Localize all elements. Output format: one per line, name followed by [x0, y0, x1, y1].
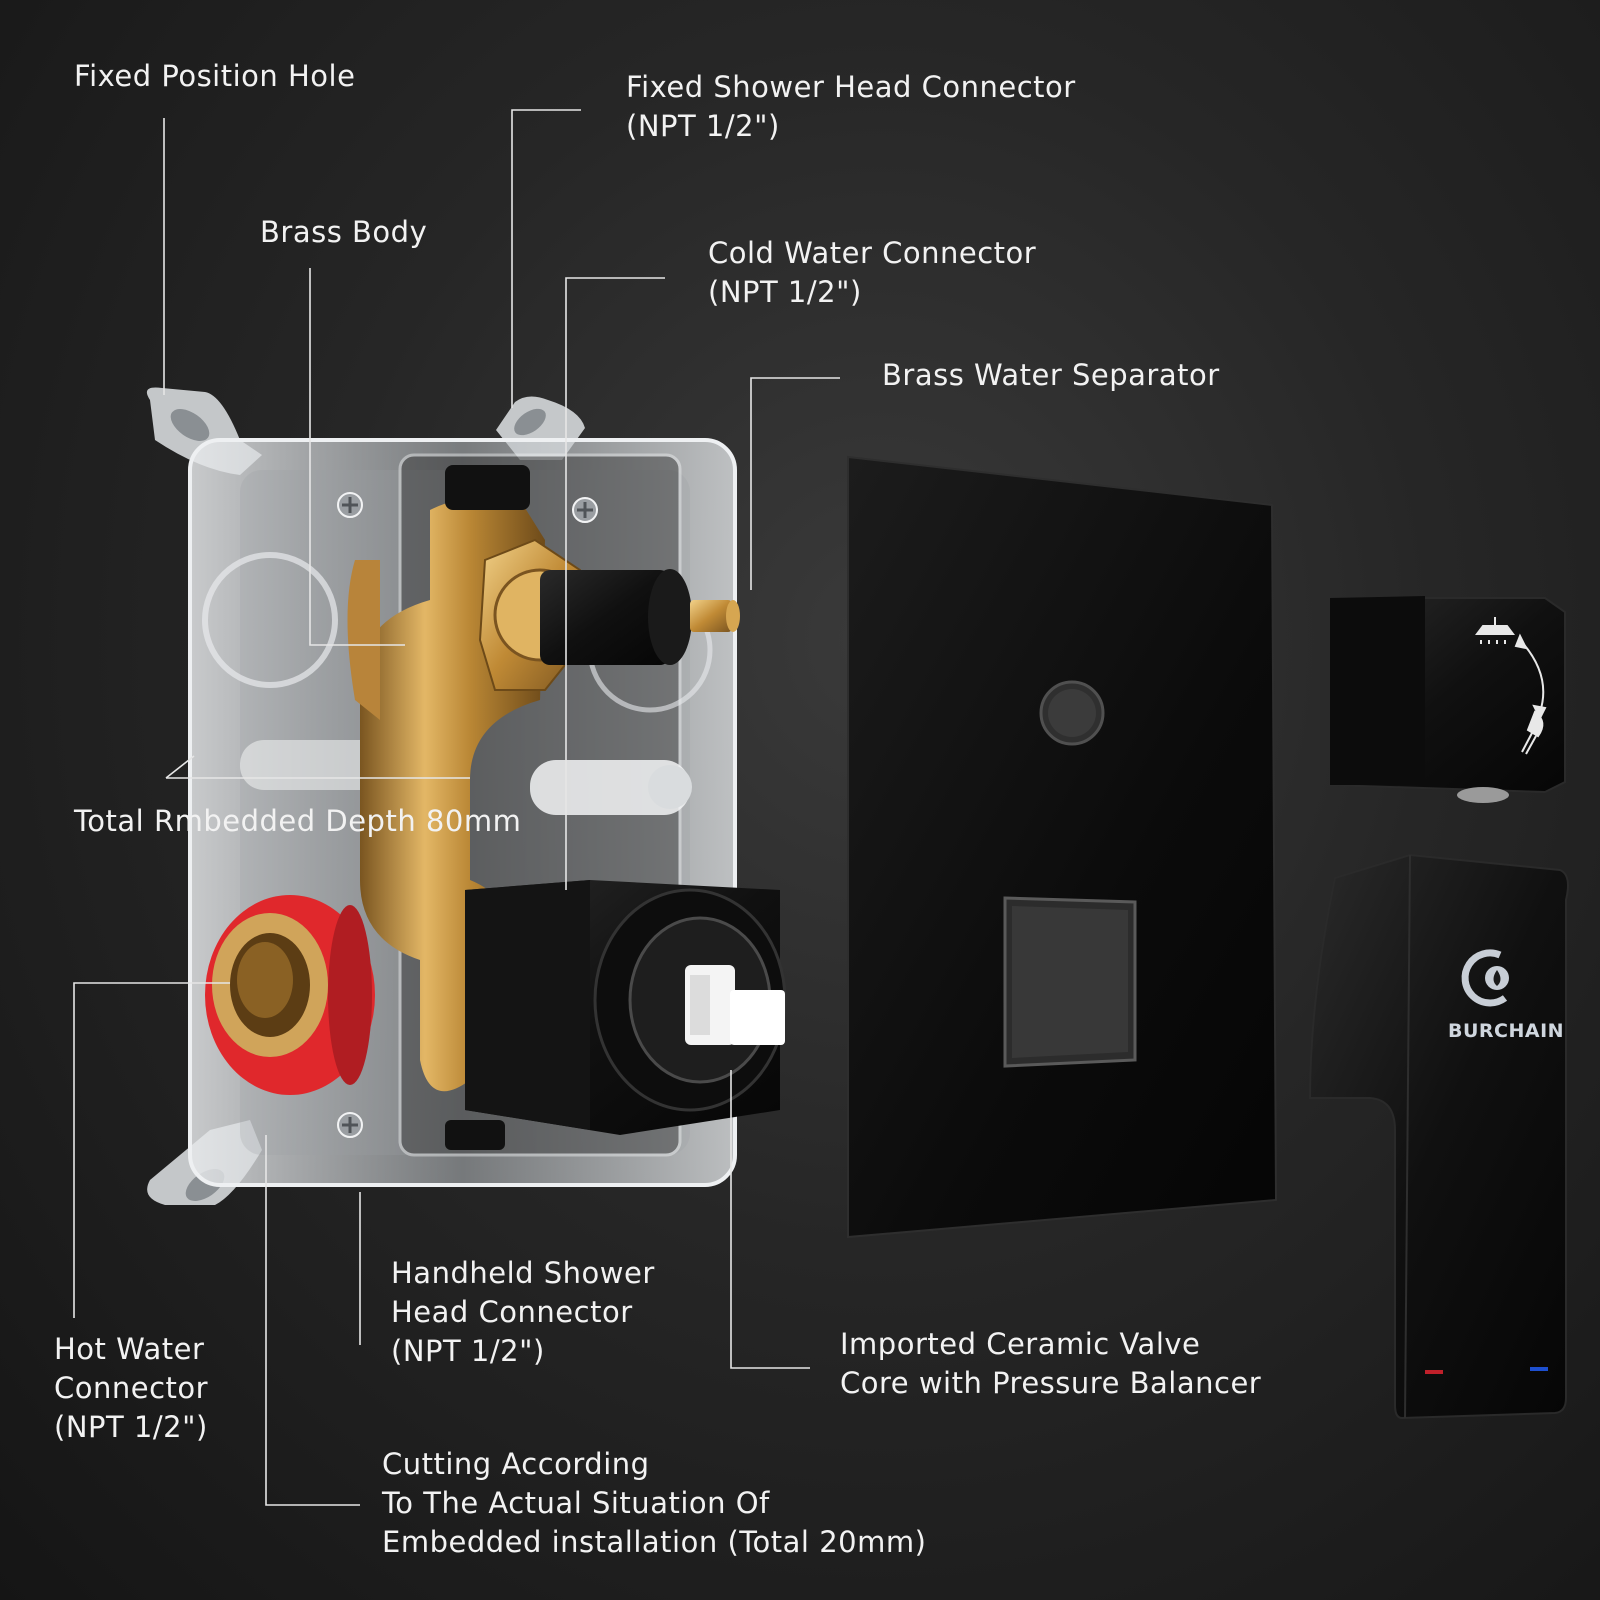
fixed-hole-3: [514, 408, 546, 436]
label-cutting-according: Cutting According To The Actual Situatio…: [382, 1447, 927, 1559]
leader-cutting: [265, 1135, 360, 1506]
lever-handle[interactable]: [1308, 853, 1569, 1420]
leader-depth-left: [165, 755, 195, 779]
brand-name: BURCHAIN: [1448, 1020, 1565, 1042]
brass-water-separator: [540, 569, 740, 665]
label-imported-ceramic-valve: Imported Ceramic Valve Core with Pressur…: [840, 1327, 1262, 1400]
trim-plate: [847, 455, 1278, 1239]
handheld-shower-icon: [1521, 710, 1544, 755]
ceramic-valve-core: [465, 880, 787, 1135]
leader-lines: [73, 109, 840, 1506]
leader-cold-water: [565, 277, 665, 890]
label-total-embedded-depth: Total Rmbedded Depth 80mm: [74, 804, 522, 838]
label-hot-water-connector: Hot Water Connector (NPT 1/2"): [54, 1332, 209, 1444]
cold-indicator: [1530, 1367, 1548, 1371]
label-fixed-position-hole: Fixed Position Hole: [74, 59, 356, 93]
handheld-outlet: [445, 1120, 505, 1150]
label-brass-water-separator: Brass Water Separator: [882, 358, 1220, 392]
leader-hot-water: [73, 982, 230, 1318]
diverter-knob[interactable]: [1329, 596, 1566, 803]
fixed-hole-1: [170, 409, 210, 441]
leader-ceramic-valve: [730, 1070, 810, 1369]
leader-brass-body: [309, 268, 405, 646]
fixed-shower-outlet: [445, 465, 530, 510]
leader-fixed-shower-head: [511, 109, 581, 408]
hot-indicator: [1425, 1370, 1443, 1374]
leader-brass-separator: [750, 377, 840, 590]
hot-water-connector: [205, 895, 375, 1095]
label-handheld-shower-head-connector: Handheld Shower Head Connector (NPT 1/2"…: [391, 1256, 655, 1368]
label-brass-body: Brass Body: [260, 215, 428, 249]
brand-logo-icon: [1461, 949, 1509, 1007]
label-cold-water-connector: Cold Water Connector (NPT 1/2"): [708, 236, 1037, 309]
diverter-arrow-icon: [1514, 633, 1547, 721]
shower-head-icon: [1475, 617, 1515, 644]
label-fixed-shower-head-connector: Fixed Shower Head Connector (NPT 1/2"): [626, 70, 1076, 143]
